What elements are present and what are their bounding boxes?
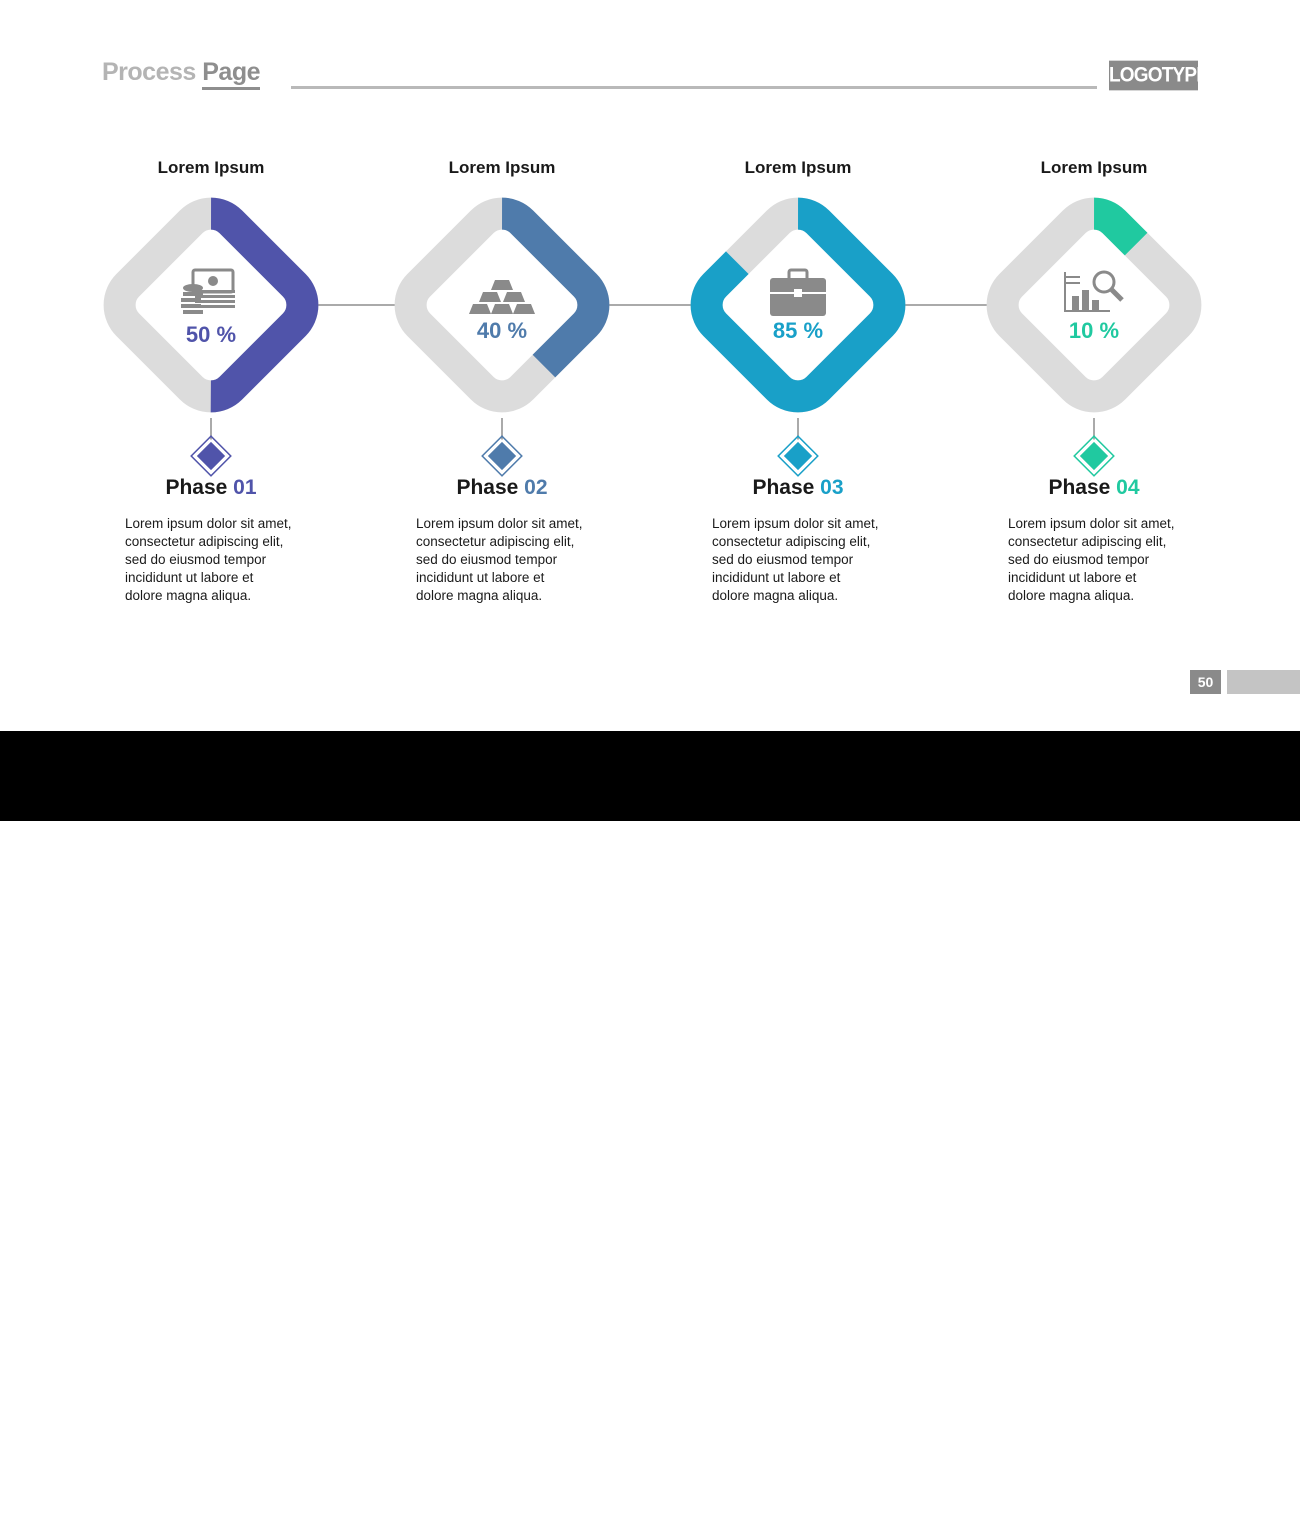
footer-bar: alamy 2J44BXB www.alamy.com: [0, 731, 1300, 1530]
description-line: Lorem ipsum dolor sit amet,: [712, 516, 879, 531]
phase-title: Lorem Ipsum: [1040, 158, 1148, 177]
page-title: Process Page: [102, 58, 261, 90]
description-line: incididunt ut labore et: [1008, 570, 1137, 585]
page-number-bar: [1227, 670, 1300, 694]
phase-node-4: [986, 197, 1202, 477]
phase-title: Lorem Ipsum: [744, 158, 852, 177]
description-line: Lorem ipsum dolor sit amet,: [125, 516, 292, 531]
footer-site: www.alamy.com: [1119, 1509, 1250, 1528]
process-diagram: [103, 197, 1202, 477]
description-line: incididunt ut labore et: [416, 570, 545, 585]
description-line: sed do eiusmod tempor: [1008, 552, 1150, 567]
phase-description: Lorem ipsum dolor sit amet, consectetur a…: [125, 515, 325, 605]
phase-word: Phase: [165, 476, 228, 499]
progress-arc: [394, 197, 610, 413]
phase-marker: [194, 439, 228, 473]
phase-title: Lorem Ipsum: [448, 158, 556, 177]
header-rule: [291, 86, 1097, 89]
phase-word: Phase: [1048, 476, 1111, 499]
page-title-part1: Process: [102, 58, 196, 86]
page-number: 50: [1190, 670, 1221, 694]
description-line: sed do eiusmod tempor: [125, 552, 267, 567]
phase-percent: 50 %: [185, 322, 237, 347]
phase-label: Phase 02: [402, 476, 602, 500]
phase-marker: [781, 439, 815, 473]
phase-number: 04: [1116, 476, 1140, 499]
footer-image-id: 2J44BXB: [1184, 1487, 1250, 1504]
description-line: consectetur adipiscing elit,: [416, 534, 575, 549]
phase-marker-outline: [1073, 435, 1115, 477]
phase-label: Phase 01: [111, 476, 311, 500]
progress-arc: [690, 197, 906, 413]
gold-bars-icon: [469, 280, 535, 314]
slide: Process Page LOGOTYPE Lorem Ipsum 50 % Pha…: [0, 0, 1300, 731]
phase-node-2: [394, 197, 610, 477]
phase-marker: [1077, 439, 1111, 473]
description-line: incididunt ut labore et: [712, 570, 841, 585]
phase-word: Phase: [456, 476, 519, 499]
description-line: dolore magna aliqua.: [125, 588, 252, 603]
description-line: Lorem ipsum dolor sit amet,: [416, 516, 583, 531]
chart-magnifier-icon: [1064, 270, 1124, 312]
phase-number: 02: [524, 476, 548, 499]
logotype: LOGOTYPE: [1109, 60, 1209, 91]
footer-brand: alamy: [50, 1478, 150, 1530]
phase-node-3: [690, 197, 906, 477]
phase-marker-outline: [190, 435, 232, 477]
phase-number: 03: [820, 476, 844, 499]
phase-number: 01: [233, 476, 257, 499]
phase-description: Lorem ipsum dolor sit amet, consectetur a…: [416, 515, 616, 605]
progress-arc: [986, 197, 1202, 413]
description-line: incididunt ut labore et: [125, 570, 254, 585]
phase-percent: 10 %: [1068, 318, 1120, 343]
phase-marker-outline: [481, 435, 523, 477]
phase-title: Lorem Ipsum: [157, 158, 265, 177]
phase-description: Lorem ipsum dolor sit amet, consectetur a…: [712, 515, 912, 605]
description-line: sed do eiusmod tempor: [416, 552, 558, 567]
phase-description: Lorem ipsum dolor sit amet, consectetur a…: [1008, 515, 1208, 605]
description-line: consectetur adipiscing elit,: [712, 534, 871, 549]
description-line: sed do eiusmod tempor: [712, 552, 854, 567]
description-line: dolore magna aliqua.: [712, 588, 839, 603]
money-stack-coins-icon: [181, 268, 235, 314]
progress-arc: [103, 197, 319, 413]
description-line: consectetur adipiscing elit,: [125, 534, 284, 549]
description-line: consectetur adipiscing elit,: [1008, 534, 1167, 549]
phase-marker-outline: [777, 435, 819, 477]
phase-word: Phase: [752, 476, 815, 499]
phase-label: Phase 03: [698, 476, 898, 500]
page-title-part2: Page: [202, 58, 261, 90]
phase-node-1: [103, 197, 319, 477]
briefcase-icon: [770, 268, 826, 316]
phase-marker: [485, 439, 519, 473]
phase-percent: 40 %: [476, 318, 528, 343]
phase-label: Phase 04: [994, 476, 1194, 500]
description-line: Lorem ipsum dolor sit amet,: [1008, 516, 1175, 531]
description-line: dolore magna aliqua.: [1008, 588, 1135, 603]
phase-percent: 85 %: [772, 318, 824, 343]
description-line: dolore magna aliqua.: [416, 588, 543, 603]
